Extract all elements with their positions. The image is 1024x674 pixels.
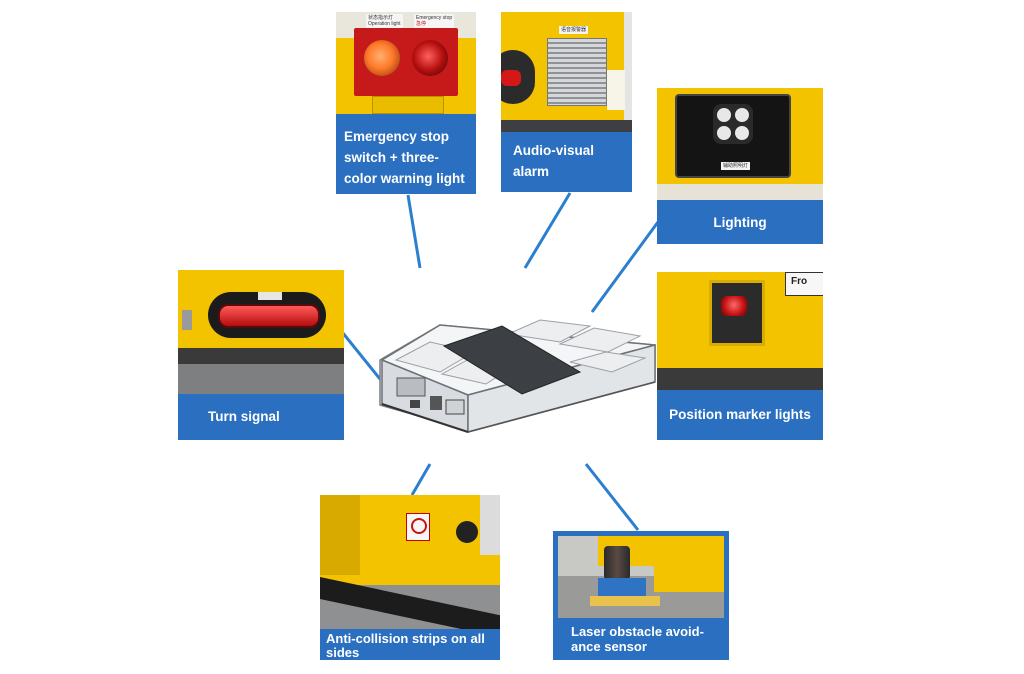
warning-label-icon	[607, 70, 625, 110]
emergency-stop-sign-cn: 急停	[416, 21, 427, 27]
callout-lighting: 辅助照明灯 Lighting	[657, 88, 823, 244]
warning-light-orange-icon	[364, 40, 400, 76]
emergency-stop-caption: Emergency stop switch + three-color warn…	[336, 114, 476, 194]
turn-signal-light-icon	[218, 304, 320, 328]
audio-alarm-photo: 语音报警器	[501, 12, 632, 132]
callout-anti-collision-strips: Anti-collision strips on all sides	[320, 495, 500, 660]
marker-light-icon	[721, 296, 747, 316]
operation-light-sign-cn: 状态指示灯	[368, 15, 394, 21]
connector-laser-sensor	[584, 463, 640, 531]
laser-sensor-photo	[558, 536, 724, 618]
connector-audio-alarm	[523, 192, 572, 269]
connector-anti-collision	[410, 463, 432, 496]
anti-collision-photo	[320, 495, 500, 629]
audio-alarm-caption: Audio-visual alarm	[501, 132, 632, 192]
emergency-stop-button-icon	[412, 40, 448, 76]
lighting-caption: Lighting	[657, 200, 823, 244]
lighting-photo: 辅助照明灯	[657, 88, 823, 200]
operation-light-sign-en: Operation light	[368, 21, 401, 27]
turn-signal-photo	[178, 270, 344, 394]
emergency-stop-sign: Emergency stop 急停	[414, 14, 455, 28]
operation-light-sign: 状态指示灯 Operation light	[366, 14, 403, 28]
position-marker-photo: Fro	[657, 272, 823, 390]
front-sign: Fro	[791, 276, 808, 287]
alarm-light-icon	[501, 70, 521, 86]
callout-position-marker-lights: Fro Position marker lights	[657, 272, 823, 440]
position-marker-caption: Position marker lights	[657, 390, 823, 440]
no-stepping-sign-icon	[406, 513, 430, 541]
turn-signal-caption: Turn signal	[178, 394, 344, 440]
laser-sensor-icon	[604, 546, 630, 580]
callout-emergency-stop: 状态指示灯 Operation light Emergency stop 急停 …	[336, 12, 476, 194]
lighting-sign: 辅助照明灯	[721, 162, 751, 170]
connector-emergency-stop	[406, 194, 422, 269]
callout-turn-signal: Turn signal	[178, 270, 344, 440]
emergency-stop-sign-en: Emergency stop	[416, 15, 453, 21]
laser-sensor-caption: Laser obstacle avoid-ance sensor	[553, 618, 729, 660]
callout-audio-visual-alarm: 语音报警器 Audio-visual alarm	[501, 12, 632, 192]
speaker-grille-icon	[547, 38, 607, 106]
callout-laser-obstacle-sensor: Laser obstacle avoid-ance sensor	[553, 531, 729, 660]
audio-alarm-sign: 语音报警器	[559, 26, 589, 34]
work-light-icon	[713, 104, 753, 144]
emergency-stop-photo: 状态指示灯 Operation light Emergency stop 急停	[336, 12, 476, 114]
anti-collision-caption: Anti-collision strips on all sides	[320, 629, 500, 660]
connector-lighting	[590, 221, 660, 313]
